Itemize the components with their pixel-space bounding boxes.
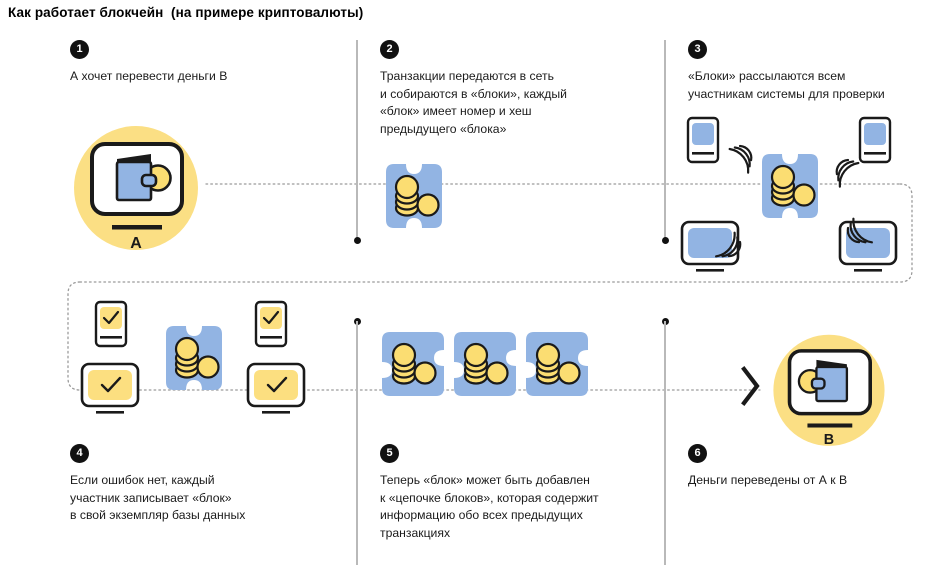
step-3-illustration — [680, 116, 898, 272]
block-puzzle-3 — [762, 154, 818, 218]
checkmark-icon — [102, 310, 120, 325]
coin-stack-3 — [770, 164, 796, 207]
coin-stack-4 — [174, 336, 200, 379]
wallet-clasp-a — [140, 173, 158, 188]
broadcast-waves-icon — [715, 144, 873, 258]
checkmark-icon — [266, 376, 288, 393]
phone-device-top-left — [686, 116, 720, 164]
step-5-illustration — [382, 332, 588, 396]
step-2-illustration — [386, 164, 442, 228]
coin-single-3 — [792, 183, 816, 207]
column-divider-dot-top-2 — [661, 237, 669, 244]
chevron-right-icon — [741, 366, 760, 406]
column-divider-top-2 — [664, 40, 666, 240]
monitor-verified-bottom-right — [246, 362, 306, 414]
monitor-device-bottom-left — [680, 220, 740, 272]
column-divider-dot-top-1 — [353, 237, 361, 244]
step-6-text: Деньги переведены от А к В — [688, 473, 848, 487]
coin-single-2 — [416, 193, 440, 217]
column-divider-bottom-2 — [664, 321, 666, 565]
step-4-text: Если ошибок нет, каждый участник записыв… — [70, 473, 246, 522]
monitor-verified-bottom-left — [80, 362, 140, 414]
checkmark-icon — [100, 376, 122, 393]
step-2-badge: 2 — [380, 40, 399, 59]
step-3-text: «Блоки» рассылаются всем участникам сист… — [688, 69, 885, 101]
chain-block-3 — [526, 332, 588, 396]
monitor-stand-a — [112, 225, 162, 230]
column-divider-bottom-1 — [356, 321, 358, 565]
chain-block-1 — [382, 332, 444, 396]
block-puzzle-4 — [166, 326, 222, 390]
block-chain-group — [382, 332, 588, 396]
wallet-clasp-b — [810, 377, 826, 390]
step-5-text: Теперь «блок» может быть добавлен к «цеп… — [380, 473, 599, 540]
chain-block-2 — [454, 332, 516, 396]
coin-single-4 — [196, 355, 220, 379]
step-6-illustration: B — [773, 334, 885, 448]
checkmark-icon — [262, 310, 280, 325]
step-4-illustration — [80, 300, 306, 414]
step-5-badge: 5 — [380, 444, 399, 463]
step-4-badge: 4 — [70, 444, 89, 463]
step-1-text: А хочет перевести деньги В — [70, 69, 228, 83]
step-6-badge: 6 — [688, 444, 707, 463]
coin-stack-2 — [394, 174, 420, 217]
step-3-badge: 3 — [688, 40, 707, 59]
column-divider-top-1 — [356, 40, 358, 240]
page-title: Как работает блокчейн (на примере крипто… — [8, 5, 364, 20]
phone-device-top-right — [858, 116, 892, 164]
phone-verified-top-left — [94, 300, 128, 348]
monitor-device-bottom-right — [838, 220, 898, 272]
phone-verified-top-right — [254, 300, 288, 348]
step-2-text: Транзакции передаются в сеть и собираютс… — [380, 69, 567, 136]
wallet-label-b: B — [824, 432, 834, 448]
step-1-illustration: A — [74, 126, 198, 252]
wallet-label-a: A — [130, 235, 142, 252]
monitor-stand-b — [807, 423, 853, 428]
step-1-badge: 1 — [70, 40, 89, 59]
